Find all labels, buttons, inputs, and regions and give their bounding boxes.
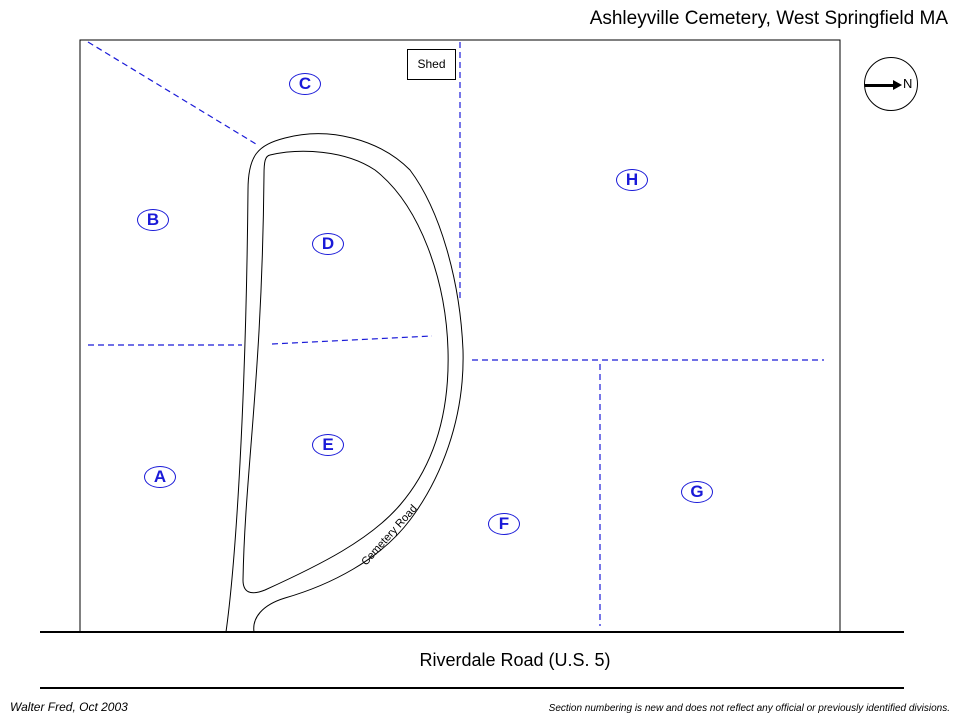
section-h[interactable]: H: [616, 169, 648, 191]
compass-label: N: [903, 76, 913, 91]
section-e[interactable]: E: [312, 434, 344, 456]
map-title: Ashleyville Cemetery, West Springfield M…: [589, 8, 948, 29]
disclaimer-note: Section numbering is new and does not re…: [548, 703, 950, 714]
riverdale-road-label: Riverdale Road (U.S. 5): [419, 650, 611, 670]
section-c[interactable]: C: [289, 73, 321, 95]
shed: Shed: [407, 49, 456, 80]
section-a[interactable]: A: [144, 466, 176, 488]
section-dividers: [87, 41, 824, 626]
section-g[interactable]: G: [681, 481, 713, 503]
author-credit: Walter Fred, Oct 2003: [10, 700, 128, 714]
north-arrow-icon: [865, 84, 895, 87]
section-b[interactable]: B: [137, 209, 169, 231]
cemetery-boundary: [79, 39, 841, 633]
section-d[interactable]: D: [312, 233, 344, 255]
cemetery-road-outer: [225, 133, 464, 633]
compass-icon: N: [864, 57, 918, 111]
section-f[interactable]: F: [488, 513, 520, 535]
cemetery-road-label: Cemetery Road: [359, 503, 419, 568]
arrow-head-icon: [893, 80, 902, 90]
cemetery-road-inner: [242, 150, 449, 594]
